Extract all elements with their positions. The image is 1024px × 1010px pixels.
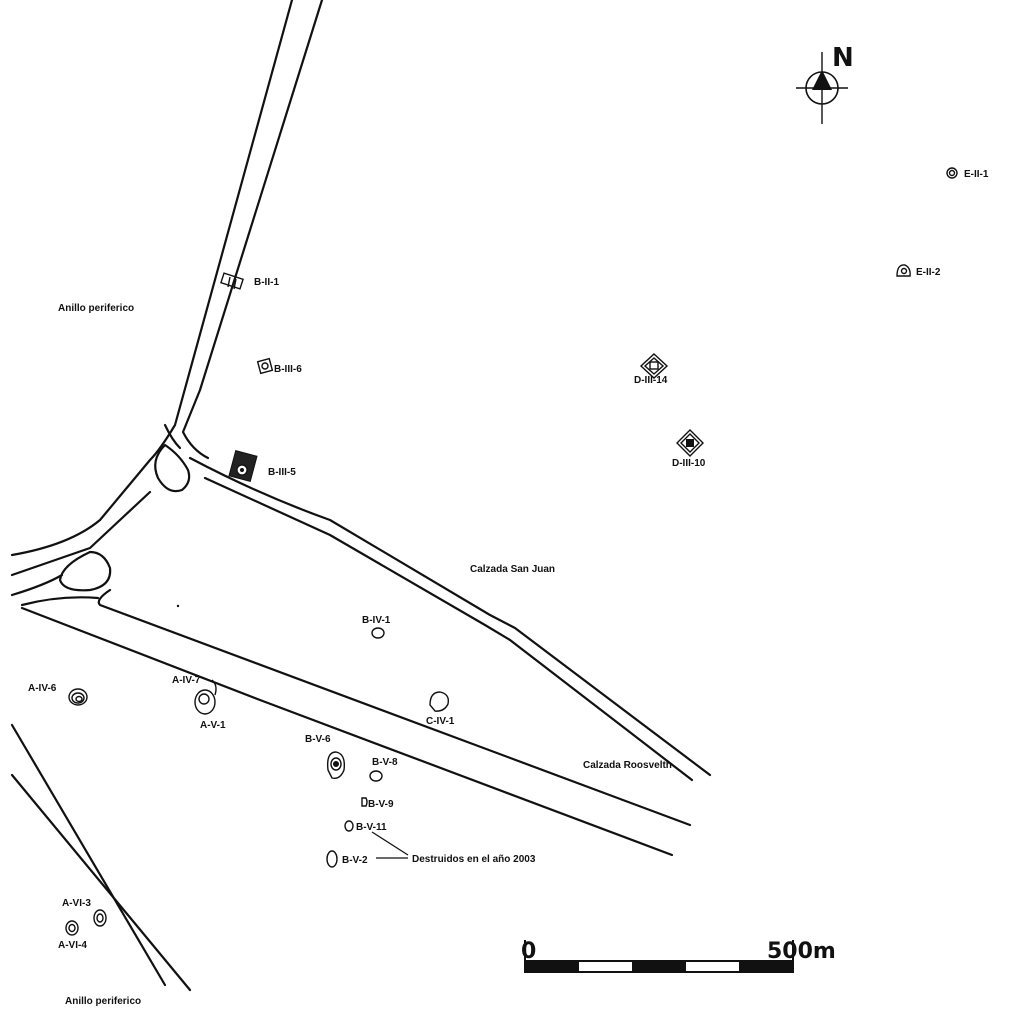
calzada-roosevelt-south-edge — [20, 606, 674, 857]
site-label: B-V-6 — [305, 734, 331, 745]
road-label-calzada-roosevelt: Calzada Roosvelth — [583, 760, 672, 771]
scale-start-label: 0 — [521, 939, 536, 964]
site-label: A-V-1 — [200, 720, 226, 731]
west-link-bottom — [20, 596, 100, 607]
archaeological-sites: E-II-1 E-II-2 B-II-1 B-III-6 B-III-5 — [28, 167, 989, 951]
site-label: B-V-9 — [368, 799, 394, 810]
lower-roundabout — [58, 550, 112, 592]
site-b-iv-1[interactable]: B-IV-1 — [362, 615, 391, 639]
site-label: E-II-2 — [916, 267, 941, 278]
road-network — [10, 0, 712, 992]
site-label: B-IV-1 — [362, 615, 391, 626]
site-a-vi-4[interactable]: A-VI-4 — [58, 920, 87, 951]
site-b-v-2[interactable]: B-V-2 — [326, 850, 368, 868]
site-label: D-III-14 — [634, 375, 668, 386]
calzada-san-juan-north-edge — [188, 456, 712, 777]
site-label: B-V-2 — [342, 855, 368, 866]
anillo-south-edge-east — [10, 773, 192, 992]
annotation-text: Destruidos en el año 2003 — [412, 854, 536, 865]
site-b-iii-6[interactable]: B-III-6 — [256, 357, 303, 375]
road-label-anillo-south: Anillo periferico — [65, 996, 141, 1007]
highway-median — [163, 423, 182, 450]
site-b-v-11[interactable]: B-V-11 — [344, 820, 387, 833]
calzada-san-juan-south-edge — [203, 476, 694, 782]
highway-edge-west — [10, 0, 294, 557]
road-label-calzada-san-juan: Calzada San Juan — [470, 564, 555, 575]
site-d-iii-10[interactable]: D-III-10 — [672, 429, 706, 469]
site-label: D-III-10 — [672, 458, 706, 469]
site-label: A-VI-4 — [58, 940, 87, 951]
site-label: E-II-1 — [964, 169, 989, 180]
site-e-ii-2[interactable]: E-II-2 — [896, 264, 941, 278]
site-b-iii-5[interactable]: B-III-5 — [228, 449, 296, 483]
site-c-iv-1[interactable]: C-IV-1 — [426, 691, 455, 727]
site-a-iv-6[interactable]: A-IV-6 — [28, 683, 88, 706]
site-b-ii-1[interactable]: B-II-1 — [220, 272, 279, 290]
site-a-iv-7[interactable]: A-IV-7 — [172, 675, 217, 696]
highway-edge-east — [181, 0, 324, 460]
road-label-anillo-north: Anillo periferico — [58, 303, 134, 314]
site-b-v-8[interactable]: B-V-8 — [369, 757, 398, 782]
site-label: B-V-8 — [372, 757, 398, 768]
scale-bar: 0 500m — [521, 939, 836, 973]
site-label: A-IV-6 — [28, 683, 57, 694]
destruction-annotation: Destruidos en el año 2003 — [371, 831, 536, 865]
site-label: A-VI-3 — [62, 898, 91, 909]
site-a-vi-3[interactable]: A-VI-3 — [62, 898, 107, 927]
site-b-v-9[interactable]: B-V-9 — [361, 797, 394, 810]
scale-end-label: 500m — [767, 939, 836, 964]
site-label: B-V-11 — [356, 822, 387, 833]
site-label: B-III-6 — [274, 364, 302, 375]
west-link-lower — [10, 573, 64, 597]
upper-roundabout — [154, 443, 191, 493]
site-label: B-III-5 — [268, 467, 296, 478]
site-e-ii-1[interactable]: E-II-1 — [946, 167, 989, 180]
site-label: C-IV-1 — [426, 716, 455, 727]
north-arrow-icon: N — [796, 43, 854, 124]
north-label: N — [832, 43, 854, 73]
west-link-upper — [10, 490, 152, 577]
site-a-v-1[interactable]: A-V-1 — [194, 689, 226, 731]
site-d-iii-14[interactable]: D-III-14 — [634, 353, 669, 386]
site-label: B-II-1 — [254, 277, 279, 288]
site-b-v-6[interactable]: B-V-6 — [305, 734, 346, 780]
site-label: A-IV-7 — [172, 675, 201, 686]
map-dot — [176, 604, 180, 608]
calzada-roosevelt-north-edge — [97, 588, 692, 827]
anillo-south-edge-west — [10, 723, 167, 987]
